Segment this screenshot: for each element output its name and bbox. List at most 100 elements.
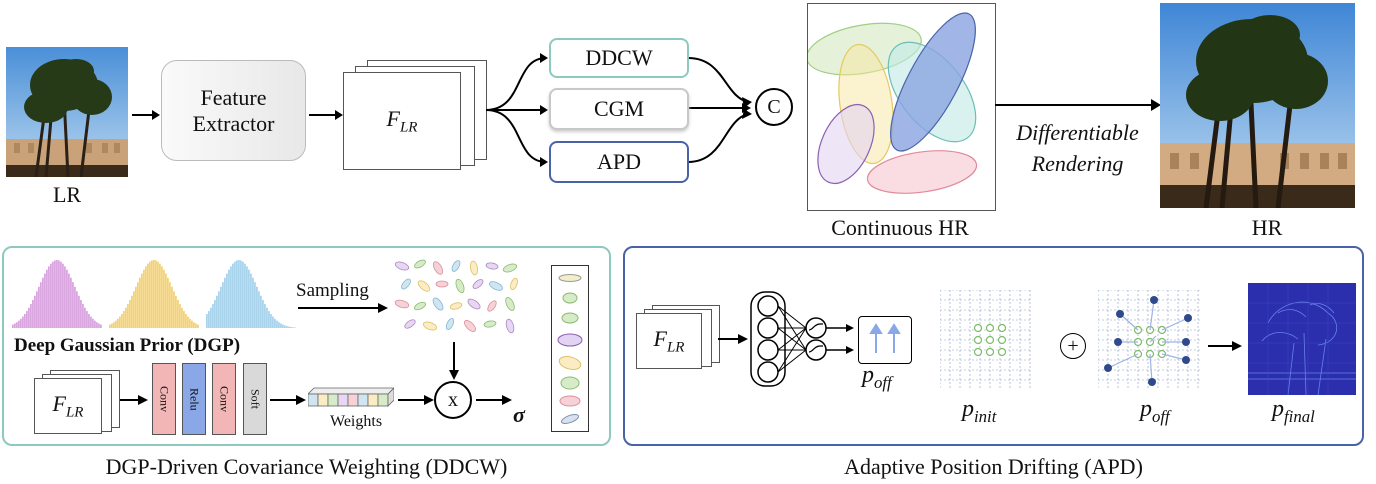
histogram-bar (284, 325, 286, 328)
sigma-column (551, 265, 589, 432)
dgp-histograms (12, 260, 296, 328)
histogram-bar (129, 300, 131, 328)
histogram-bar (30, 304, 32, 328)
histogram-bar (133, 291, 135, 328)
hr-image (1160, 3, 1355, 209)
histogram-bar (280, 323, 282, 328)
histogram-bar (32, 300, 34, 328)
histogram-bar (98, 323, 100, 328)
histogram-bar (292, 327, 294, 328)
arrow-flr-to-conv (120, 395, 148, 405)
histogram-bar (177, 300, 179, 328)
branch-cgm: CGM (549, 88, 689, 130)
histogram-bar (252, 277, 254, 328)
histogram-bar (119, 316, 121, 328)
histogram-bar (236, 260, 238, 328)
histogram-bar (137, 282, 139, 328)
histogram-bar (58, 260, 60, 328)
histogram-bar (131, 295, 133, 328)
histogram-bar (169, 282, 171, 328)
histogram-bar (266, 307, 268, 328)
histogram-bar (36, 291, 38, 328)
histogram-bar (113, 322, 115, 328)
histogram-bar (50, 263, 52, 328)
histogram-bar (274, 318, 276, 328)
histogram-bar (167, 277, 169, 328)
pinit-label: pinit (962, 396, 997, 426)
histogram-bar (80, 300, 82, 328)
poff-grid (1098, 290, 1202, 388)
histogram-bar (14, 323, 16, 328)
histogram-bar (216, 295, 218, 328)
sampling-arrow (298, 303, 388, 313)
histogram-bar (270, 313, 272, 328)
histogram-bar (244, 263, 246, 328)
ddcw-flr-stack: FLR (34, 370, 120, 436)
histogram-bar (163, 269, 165, 328)
histogram-bar (76, 291, 78, 328)
histogram-bar (100, 324, 102, 328)
histogram-bar (94, 320, 96, 328)
histogram-bar (288, 326, 290, 328)
histogram-bar (78, 295, 80, 328)
histogram-bar (143, 269, 145, 328)
histogram-bar (56, 260, 58, 328)
histogram-bar (256, 286, 258, 328)
histogram-bar (109, 324, 111, 328)
histogram-bar (195, 323, 197, 328)
histogram-bar (290, 326, 292, 328)
histogram-bar (268, 311, 270, 328)
histogram-bar (189, 318, 191, 328)
lr-image (6, 47, 128, 178)
histogram-bar (161, 266, 163, 328)
histogram-bar (155, 260, 157, 328)
histogram-bar (278, 322, 280, 328)
histogram-bar (26, 311, 28, 328)
histogram-bar (262, 300, 264, 328)
histogram-bar (90, 316, 92, 328)
histogram-bar (246, 266, 248, 328)
histogram-bar (72, 282, 74, 328)
histogram-bar (230, 266, 232, 328)
flr-label: FLR (386, 105, 418, 136)
neural-network (750, 291, 854, 387)
histogram-bar (42, 277, 44, 328)
histogram-bar (96, 322, 98, 328)
histogram-bar (294, 327, 296, 328)
histogram-bar (165, 273, 167, 328)
plus-circle: + (1060, 333, 1086, 359)
histogram-bar (206, 313, 208, 328)
poff-box (858, 316, 912, 364)
histogram-bar (82, 304, 84, 328)
histogram-bar (52, 261, 54, 328)
branch-connectors (485, 53, 752, 167)
histogram-bar (12, 324, 14, 328)
histogram-bar (187, 316, 189, 328)
apd-flr-label: FLR (653, 325, 685, 356)
histogram-bar (220, 286, 222, 328)
histogram-bar (183, 311, 185, 328)
rendering-label-2: Rendering (1031, 151, 1124, 176)
histogram-bar (272, 316, 274, 328)
histogram-bar (86, 311, 88, 328)
feature-extractor-label-2: Extractor (192, 110, 275, 136)
histogram-bar (248, 269, 250, 328)
histogram-bar (115, 320, 117, 328)
histogram-bar (125, 307, 127, 328)
histogram-bar (258, 291, 260, 328)
ddcw-caption: DGP-Driven Covariance Weighting (DDCW) (105, 454, 508, 479)
histogram-bar (20, 318, 22, 328)
histogram-bar (139, 277, 141, 328)
histogram-bar (159, 263, 161, 328)
histogram-bar (151, 260, 153, 328)
poff-label: poff (862, 362, 892, 392)
histogram-bar (214, 300, 216, 328)
histogram-bar (46, 269, 48, 328)
histogram-bar (173, 291, 175, 328)
histogram-bar (18, 320, 20, 328)
apd-flr-stack: FLR (636, 305, 720, 373)
histogram-bar (181, 307, 183, 328)
histogram-bar (286, 326, 288, 328)
histogram-bar (141, 273, 143, 328)
histogram-bar (60, 261, 62, 328)
